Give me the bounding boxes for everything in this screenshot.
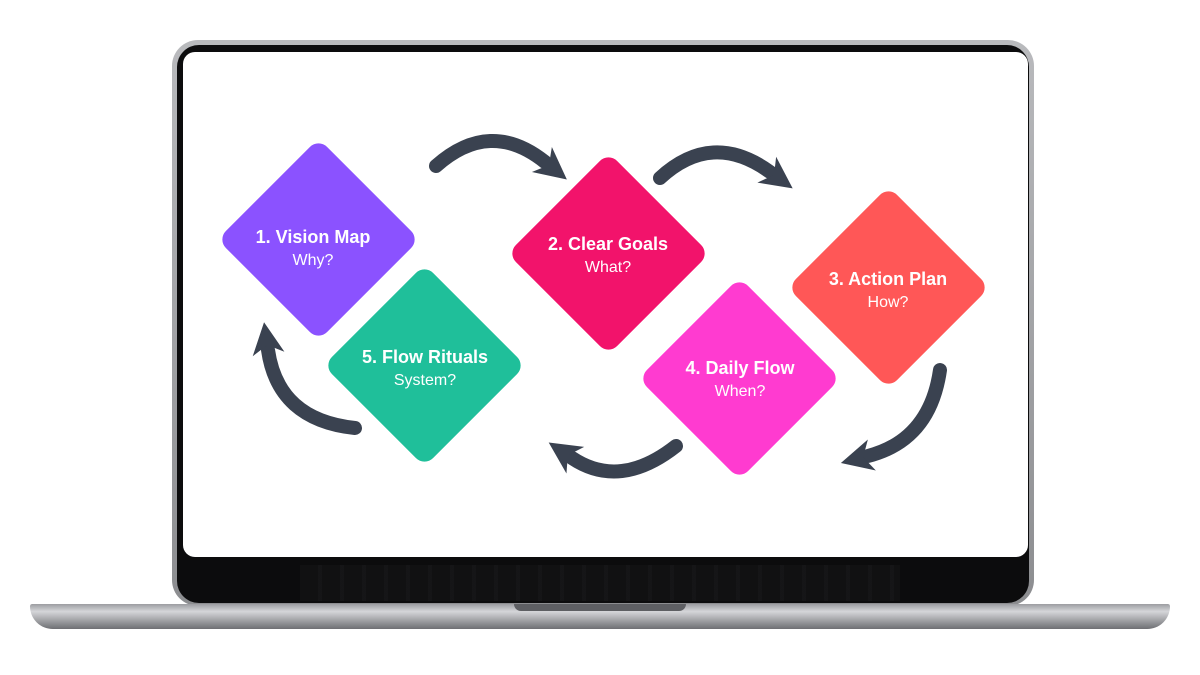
step-3-label: 3. Action Plan How? [773, 268, 1003, 314]
arrow-vision-to-goals [429, 134, 567, 180]
step-4-title: 4. Daily Flow [685, 358, 795, 378]
step-5-question: System? [393, 372, 457, 389]
step-1-question: Why? [292, 252, 334, 269]
step-2-question: What? [584, 259, 632, 276]
step-2-title: 2. Clear Goals [547, 234, 669, 254]
keyboard-reflection [300, 565, 900, 601]
step-3-question: How? [867, 294, 909, 311]
step-4-label: 4. Daily Flow When? [625, 357, 855, 403]
step-2-label: 2. Clear Goals What? [493, 233, 723, 279]
step-3-title: 3. Action Plan [828, 269, 948, 289]
arrow-rituals-to-vision [252, 322, 362, 435]
step-1-label: 1. Vision Map Why? [198, 226, 428, 272]
arrow-goals-to-action [653, 145, 793, 189]
step-1-title: 1. Vision Map [255, 227, 371, 247]
arrow-action-to-daily [840, 363, 947, 471]
step-5-title: 5. Flow Rituals [361, 347, 489, 367]
step-4-question: When? [714, 383, 766, 400]
laptop-base-notch [514, 604, 686, 611]
step-5-label: 5. Flow Rituals System? [310, 346, 540, 392]
arrow-daily-to-rituals [548, 439, 683, 479]
